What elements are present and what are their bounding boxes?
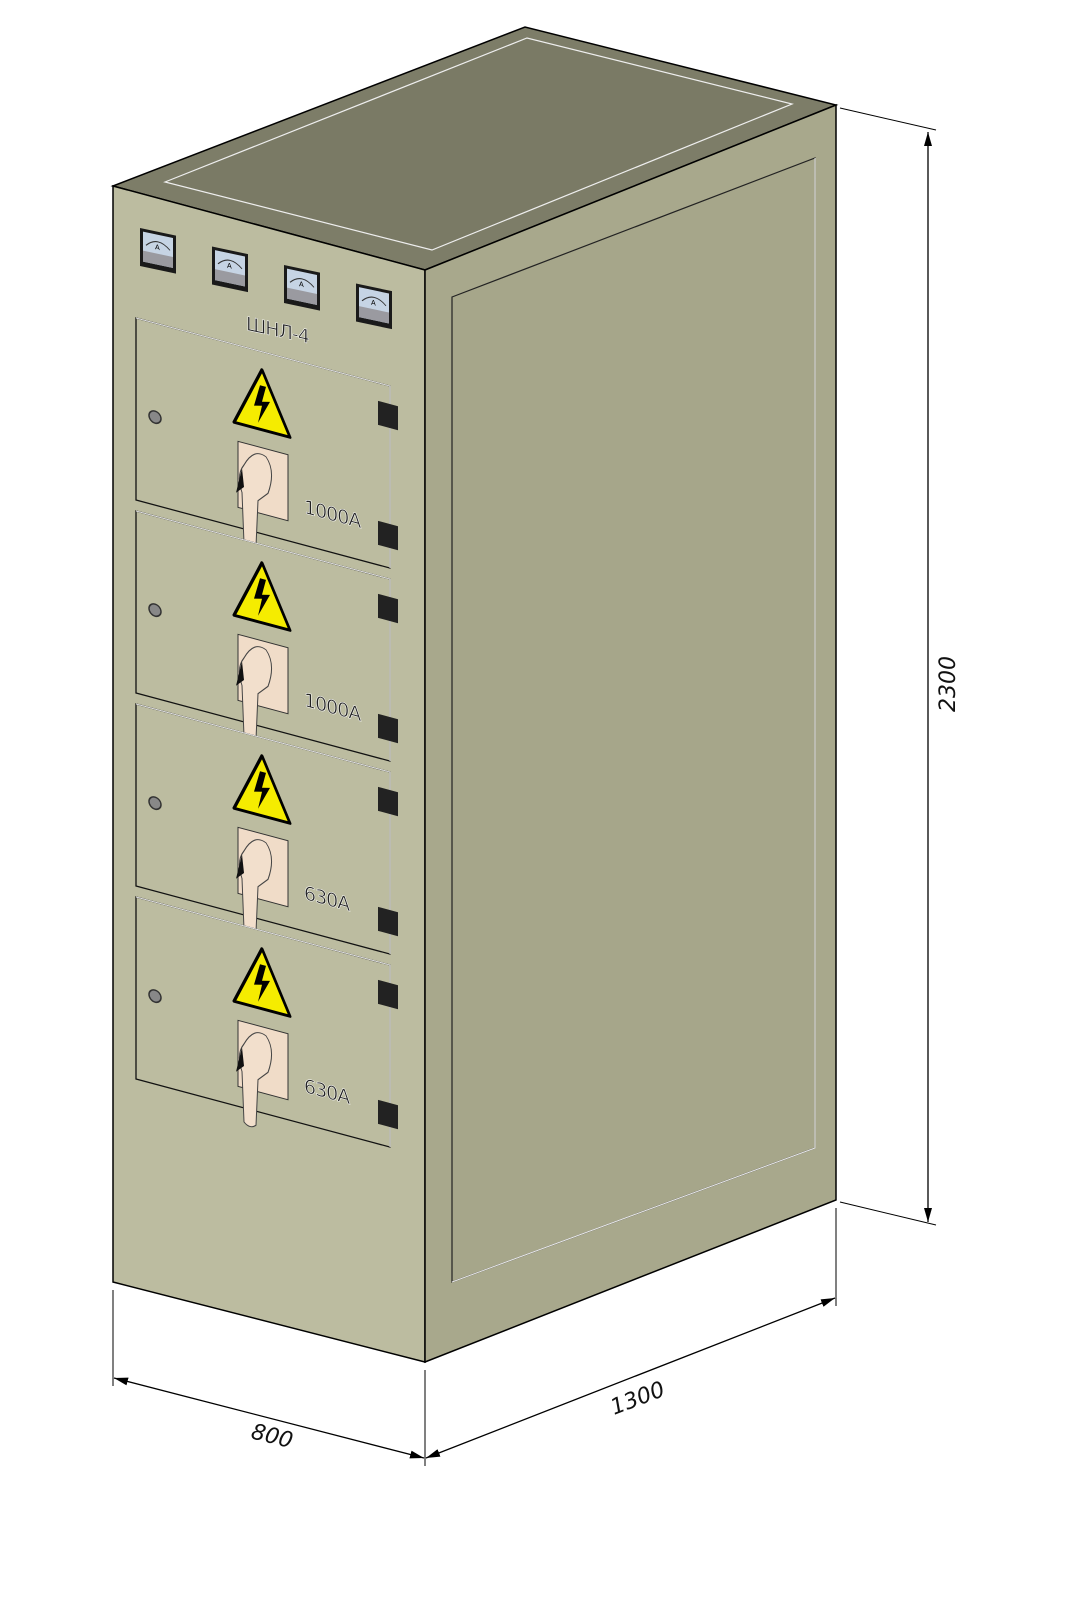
hinge-icon (378, 400, 398, 431)
dimension-width (112, 1208, 837, 1466)
lock-icon[interactable] (148, 988, 162, 1004)
svg-text:A: A (227, 261, 232, 271)
svg-text:A: A (299, 279, 304, 289)
hinge-icon (378, 906, 398, 937)
ammeter: A (140, 228, 176, 274)
svg-text:A: A (155, 242, 160, 252)
ammeter: A (284, 265, 320, 311)
height-label: 2300 (936, 656, 961, 712)
lock-icon[interactable] (148, 795, 162, 811)
switch-handle[interactable] (236, 447, 272, 553)
door[interactable]: 630A (135, 896, 398, 1166)
hinge-icon (378, 979, 398, 1010)
hinge-icon (378, 713, 398, 744)
hinge-icon (378, 786, 398, 817)
switch-handle[interactable] (236, 833, 272, 939)
ammeter: A (212, 246, 248, 293)
door[interactable]: 1000A (135, 317, 398, 587)
side-panel (451, 157, 816, 1283)
door[interactable]: 1000A (135, 510, 398, 780)
hinge-icon (378, 593, 398, 624)
door[interactable]: 630A (135, 703, 398, 973)
hinge-icon (378, 1099, 398, 1130)
hinge-icon (378, 520, 398, 551)
ammeter: A (356, 283, 392, 330)
switch-handle[interactable] (236, 1026, 272, 1132)
top-panel (163, 37, 794, 251)
lock-icon[interactable] (148, 602, 162, 618)
lock-icon[interactable] (148, 409, 162, 425)
dimension-height (839, 107, 937, 1226)
width-label: 800 (249, 1420, 296, 1454)
switch-handle[interactable] (236, 640, 272, 746)
svg-text:A: A (371, 298, 376, 308)
